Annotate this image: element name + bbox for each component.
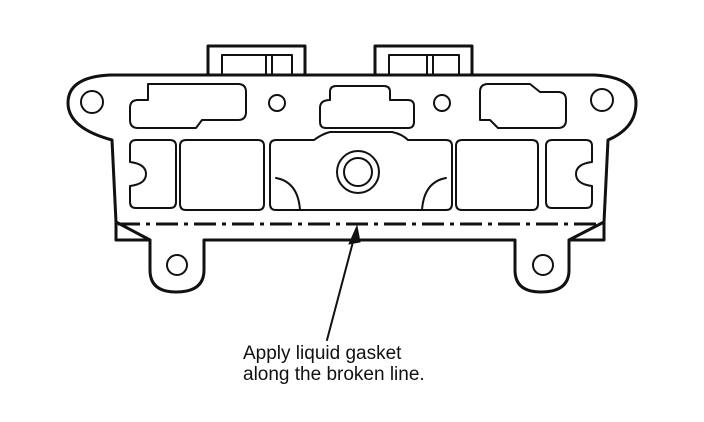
chamber-center [269, 131, 453, 211]
upper-port-left [129, 83, 247, 129]
upper-port-right [479, 83, 567, 129]
annotation-caption: Apply liquid gasket along the broken lin… [243, 343, 583, 385]
annotation-line-2: along the broken line. [243, 364, 425, 385]
bolt-hole-lower-left [166, 254, 188, 276]
chamber-left [179, 139, 265, 211]
bolt-hole-left [80, 90, 104, 114]
arrow-head-icon [348, 224, 361, 245]
chamber-far-right [545, 139, 593, 209]
chamber-center-inner-corner-left [275, 177, 301, 211]
bolt-hole-lower-right [532, 254, 554, 276]
bolt-hole-top-mid-right [433, 94, 451, 112]
top-right-tab [373, 44, 474, 77]
chamber-right [455, 139, 539, 211]
bolt-hole-top-mid-left [268, 94, 286, 112]
leader-line [326, 237, 355, 341]
plate-outline [66, 73, 638, 294]
chamber-far-left [129, 139, 177, 209]
bolt-hole-right [590, 88, 614, 112]
chamber-center-inner-corner-right [421, 177, 447, 211]
upper-port-center [319, 85, 415, 129]
top-left-tab [206, 44, 307, 77]
center-boss-outer [336, 150, 380, 194]
flange-edge [114, 220, 606, 242]
center-boss-inner [343, 157, 373, 187]
annotation-line-1: Apply liquid gasket [243, 343, 402, 364]
